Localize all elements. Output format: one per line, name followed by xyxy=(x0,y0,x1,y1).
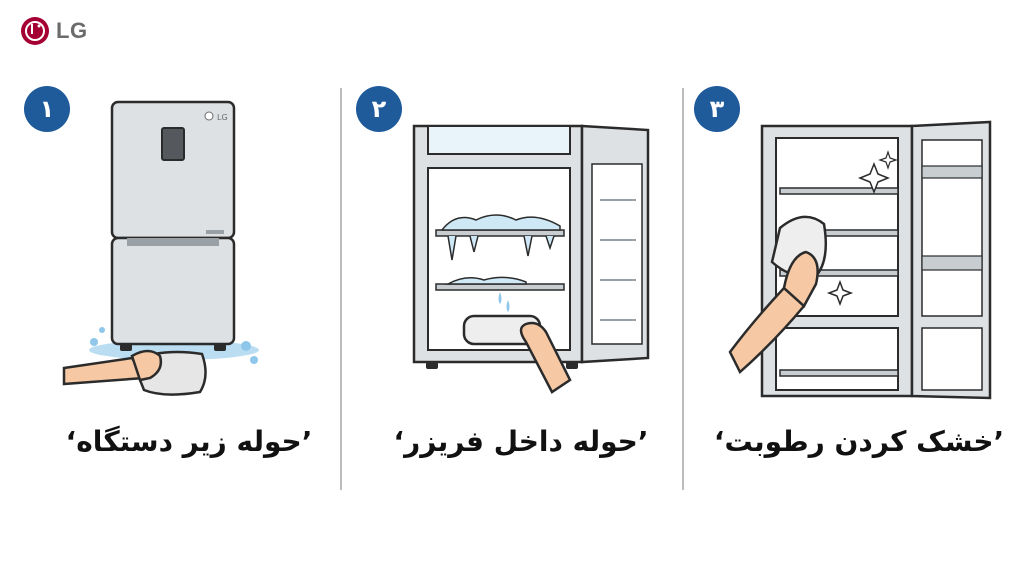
step-1-panel: LG ۱ ’حوله زیر دستگاه‘ xyxy=(24,80,354,500)
brand-name: LG xyxy=(56,18,88,43)
freezer-towel-icon xyxy=(412,124,650,394)
fridge-towel-floor-icon: LG xyxy=(62,100,259,396)
brand-logo: LG xyxy=(20,16,88,46)
divider-1 xyxy=(340,88,342,490)
step-1-badge: ۱ xyxy=(24,86,70,132)
step-2-badge: ۲ xyxy=(356,86,402,132)
wipe-moisture-icon xyxy=(728,120,992,400)
step-1-caption: ’حوله زیر دستگاه‘ xyxy=(65,425,313,458)
svg-text:LG: LG xyxy=(217,113,228,122)
divider-2 xyxy=(682,88,684,490)
step-2-panel: ۲ ’حوله داخل فریزر‘ xyxy=(356,80,686,500)
lg-logo-icon xyxy=(21,17,49,45)
step-3-badge: ۳ xyxy=(694,86,740,132)
step-3-caption: ’خشک کردن رطوبت‘ xyxy=(713,425,1005,458)
step-3-panel: ۳ ’خشک کردن رطوبت‘ xyxy=(694,80,1024,500)
step-2-caption: ’حوله داخل فریزر‘ xyxy=(393,425,649,458)
